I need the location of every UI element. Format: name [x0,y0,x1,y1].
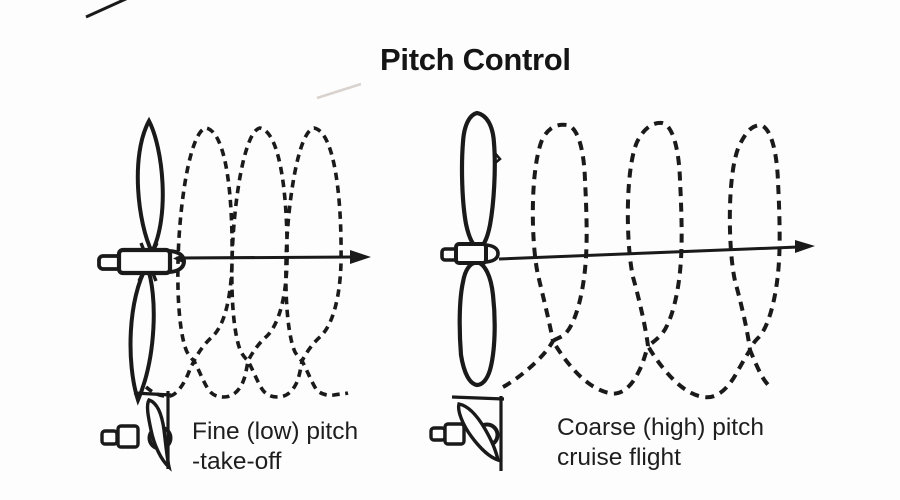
corner-line [85,0,128,19]
fine-pitch-blade-section-inset [100,391,173,472]
coarse-pitch-caption-line2: cruise flight [557,444,681,471]
airfoil-section-coarse [456,402,501,463]
page-title: Pitch Control [380,42,571,77]
arrow-shaft [498,245,799,261]
arrow-head-right [795,240,815,253]
fine-pitch-caption-line2: -take-off [192,448,282,475]
arrow-head-left [173,254,183,263]
scan-artifacts [85,0,362,100]
coarse-pitch-figure [429,110,815,471]
coarse-pitch-caption-line1: Coarse (high) pitch [557,414,764,441]
fine-pitch-caption: Fine (low) pitch -take-off [192,417,358,477]
section-shaft [429,426,447,442]
lower-blade [457,259,497,388]
section-hub-block [116,424,140,449]
coarse-pitch-propeller [440,110,502,388]
lower-blade [128,261,156,406]
arrow-shaft [177,255,355,260]
hub-nose-cap [167,249,187,274]
fine-pitch-axis-arrow [173,250,371,264]
chord-reference-line [133,391,172,397]
coarse-pitch-helix-path [502,120,782,400]
hub-body [454,242,488,265]
fine-pitch-propeller [97,116,187,406]
coarse-pitch-axis-arrow [498,240,815,261]
coarse-pitch-caption: Coarse (high) pitch cruise flight [557,413,764,473]
airfoil-section-fine [145,397,172,472]
upper-blade [135,116,165,257]
chord-reference-line [451,395,505,401]
section-shaft [100,429,119,446]
fine-pitch-figure [97,116,371,472]
fine-pitch-caption-line1: Fine (low) pitch [192,418,359,445]
hub-body [116,247,173,276]
arrow-head-right [350,250,371,264]
hub-nose-cap [483,243,500,264]
faint-crease [316,82,362,100]
section-hub-block [443,422,466,446]
coarse-pitch-blade-section-inset [429,395,505,471]
fine-pitch-helix-path [144,126,349,399]
blade-edge-notch [493,151,502,165]
upper-blade [459,110,497,251]
